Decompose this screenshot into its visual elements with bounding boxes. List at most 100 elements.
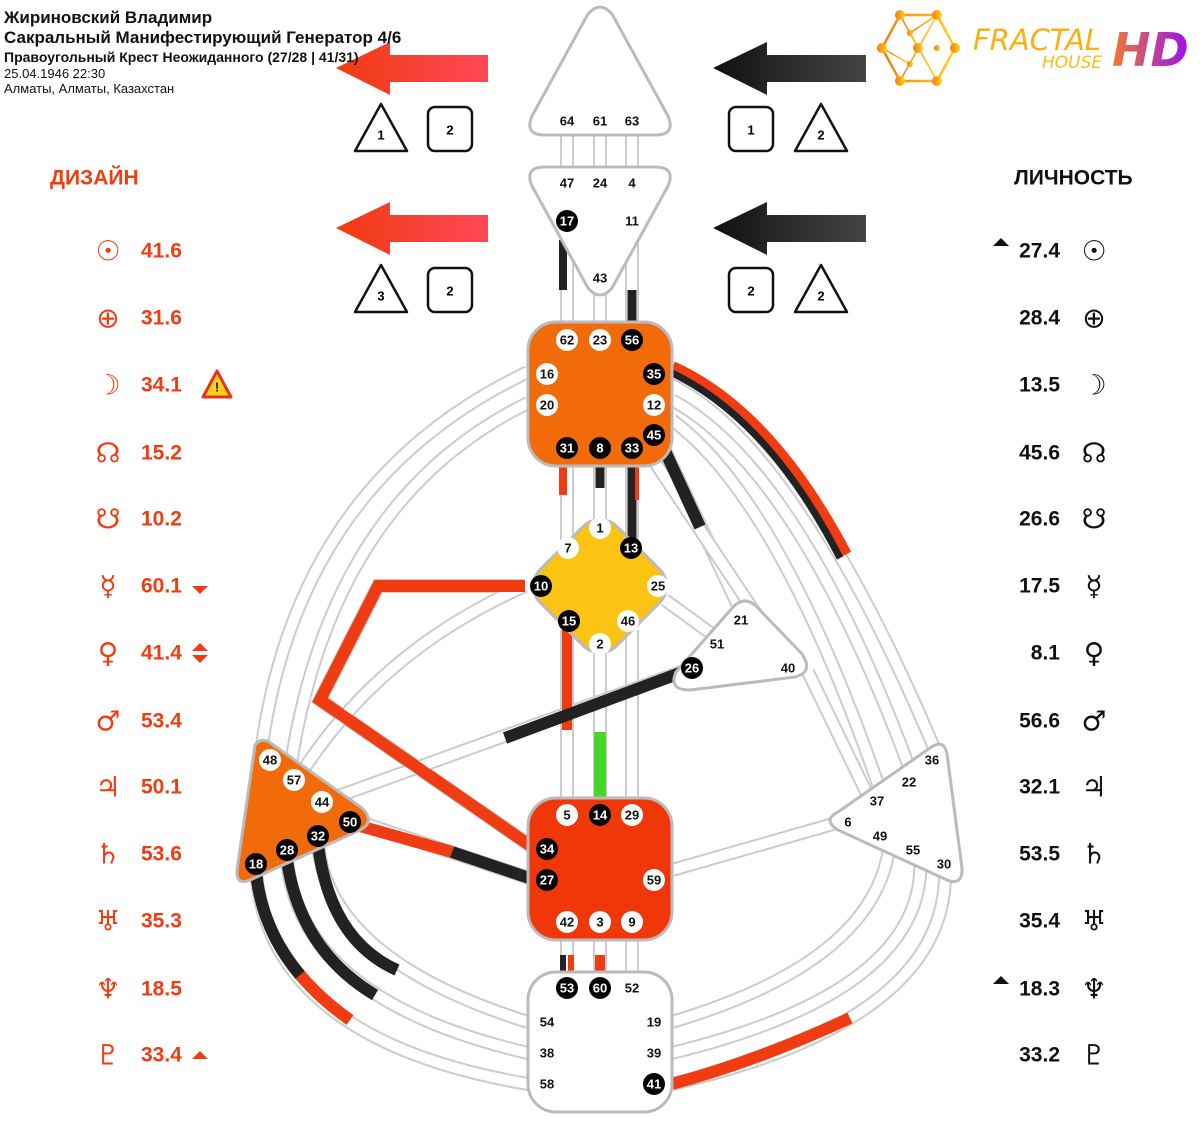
- gate-47[interactable]: 47: [560, 176, 574, 191]
- gate-56[interactable]: 56: [621, 329, 643, 351]
- gate-marker: [276, 839, 298, 861]
- earth-icon: ⊕: [1082, 302, 1105, 335]
- personality-planet-value: 35.4: [1019, 910, 1060, 933]
- channel: [670, 867, 953, 1091]
- gate-13[interactable]: 13: [620, 537, 642, 559]
- gate-marker: [589, 517, 611, 539]
- personality-planet-value: 18.3: [1019, 978, 1060, 1001]
- gate-8[interactable]: 8: [589, 437, 611, 459]
- gate-61[interactable]: 61: [593, 114, 607, 129]
- gate-35[interactable]: 35: [643, 363, 665, 385]
- active-channel-segment: [670, 1012, 853, 1090]
- gate-9[interactable]: 9: [621, 911, 643, 933]
- gate-39[interactable]: 39: [647, 1046, 661, 1061]
- gate-number: 55: [906, 843, 920, 858]
- channel: [669, 839, 897, 1029]
- gate-48[interactable]: 48: [259, 749, 281, 771]
- gate-36[interactable]: 36: [925, 753, 939, 768]
- gate-38[interactable]: 38: [540, 1046, 554, 1061]
- gate-28[interactable]: 28: [276, 839, 298, 861]
- design-bottom-triangle: 3: [353, 263, 409, 314]
- gate-30[interactable]: 30: [937, 857, 951, 872]
- gate-60[interactable]: 60: [589, 977, 611, 999]
- gate-55[interactable]: 55: [906, 843, 920, 858]
- channel: [670, 854, 928, 1060]
- gate-18[interactable]: 18: [245, 853, 267, 875]
- gate-14[interactable]: 14: [589, 804, 611, 826]
- gate-62[interactable]: 62: [556, 329, 578, 351]
- gate-number: 4: [628, 176, 636, 191]
- gate-4[interactable]: 4: [628, 176, 636, 191]
- gate-marker: [643, 1073, 665, 1095]
- gate-59[interactable]: 59: [643, 869, 665, 891]
- gate-46[interactable]: 46: [617, 610, 639, 632]
- gate-20[interactable]: 20: [536, 394, 558, 416]
- gate-marker: [556, 977, 578, 999]
- channel: [667, 414, 887, 793]
- gate-51[interactable]: 51: [710, 637, 724, 652]
- gate-11[interactable]: 11: [625, 214, 639, 229]
- gate-64[interactable]: 64: [560, 114, 575, 129]
- design-planet-value: 50.1: [141, 776, 182, 799]
- gate-marker: [621, 437, 643, 459]
- gate-17[interactable]: 17: [556, 210, 578, 232]
- gate-26[interactable]: 26: [681, 657, 703, 679]
- gate-5[interactable]: 5: [556, 804, 578, 826]
- gate-16[interactable]: 16: [536, 363, 558, 385]
- gate-1[interactable]: 1: [589, 517, 611, 539]
- gate-63[interactable]: 63: [625, 114, 639, 129]
- gate-number: 64: [560, 114, 575, 129]
- gate-58[interactable]: 58: [540, 1077, 554, 1092]
- gate-45[interactable]: 45: [643, 424, 665, 446]
- gate-2[interactable]: 2: [589, 633, 611, 655]
- gate-marker: [647, 575, 669, 597]
- gate-44[interactable]: 44: [311, 791, 333, 813]
- gate-40[interactable]: 40: [781, 661, 795, 676]
- gate-number: 22: [902, 775, 916, 790]
- gate-53[interactable]: 53: [556, 977, 578, 999]
- detriment-icon: [192, 586, 208, 594]
- gate-43[interactable]: 43: [593, 271, 607, 286]
- gate-number: 51: [710, 637, 724, 652]
- gate-21[interactable]: 21: [734, 613, 748, 628]
- gate-marker: [589, 633, 611, 655]
- gate-52[interactable]: 52: [625, 981, 639, 996]
- gate-37[interactable]: 37: [870, 794, 884, 809]
- gate-31[interactable]: 31: [556, 437, 578, 459]
- design-planet-value: 34.1: [141, 374, 182, 397]
- gate-12[interactable]: 12: [643, 394, 665, 416]
- gate-33[interactable]: 33: [621, 437, 643, 459]
- gate-49[interactable]: 49: [873, 829, 887, 844]
- chart-header: Жириновский Владимир Сакральный Манифест…: [4, 8, 401, 97]
- gate-3[interactable]: 3: [589, 911, 611, 933]
- gate-57[interactable]: 57: [283, 769, 305, 791]
- gate-marker: [558, 610, 580, 632]
- south-node-icon: ☋: [96, 503, 121, 536]
- gate-number: 30: [937, 857, 951, 872]
- gate-24[interactable]: 24: [593, 176, 608, 191]
- gate-42[interactable]: 42: [556, 911, 578, 933]
- gate-number: 14: [593, 808, 608, 823]
- gate-34[interactable]: 34: [536, 838, 558, 860]
- gate-10[interactable]: 10: [530, 575, 552, 597]
- gate-54[interactable]: 54: [540, 1015, 555, 1030]
- gate-25[interactable]: 25: [647, 575, 669, 597]
- channel: [668, 393, 919, 778]
- gate-29[interactable]: 29: [621, 804, 643, 826]
- gate-50[interactable]: 50: [339, 811, 361, 833]
- gate-15[interactable]: 15: [558, 610, 580, 632]
- active-channel-segment: [669, 361, 852, 559]
- gate-number: 45: [647, 428, 661, 443]
- gate-number: 2: [596, 637, 603, 652]
- personality-bottom-triangle: 2: [793, 263, 849, 314]
- gate-6[interactable]: 6: [844, 815, 851, 830]
- gate-7[interactable]: 7: [557, 537, 579, 559]
- gate-19[interactable]: 19: [647, 1015, 661, 1030]
- gate-22[interactable]: 22: [902, 775, 916, 790]
- gate-23[interactable]: 23: [589, 329, 611, 351]
- gate-41[interactable]: 41: [643, 1073, 665, 1095]
- mercury-icon: ☿: [1085, 570, 1102, 603]
- gate-27[interactable]: 27: [536, 869, 558, 891]
- gate-32[interactable]: 32: [307, 825, 329, 847]
- active-channel-segment: [312, 844, 400, 976]
